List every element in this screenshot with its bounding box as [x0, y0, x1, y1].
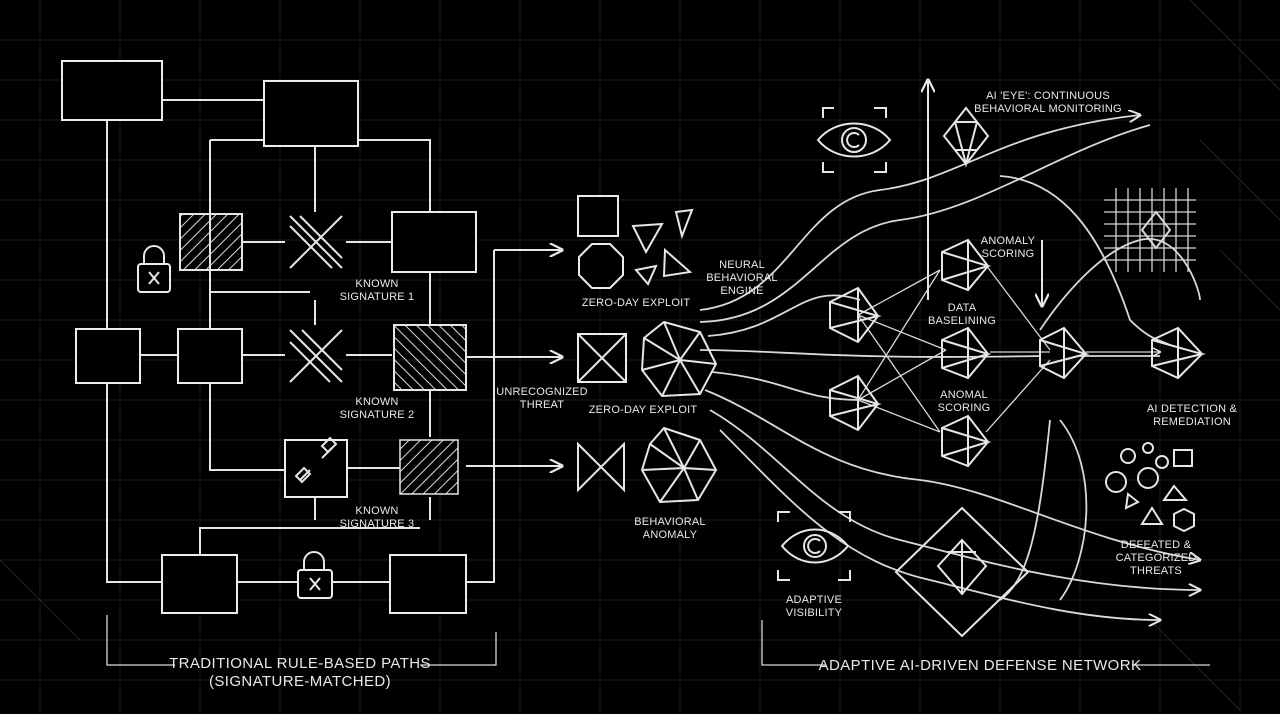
neural-engine-label-line2: BEHAVIORAL [706, 272, 778, 284]
rule-node-box [391, 211, 477, 273]
unrecognized-threat-label-line1: UNRECOGNIZED [496, 386, 588, 398]
anomaly-scoring-label-line1: ANOMALY [981, 235, 1036, 247]
defeated-threats-label-line2: CATEGORIZED [1116, 552, 1197, 564]
threats-section: UNRECOGNIZED THREAT ZERO-DAY EXPLOIT ZER… [466, 195, 718, 541]
broken-chain-icon [294, 436, 338, 484]
prism-node [941, 326, 992, 380]
padlock-icon [297, 551, 333, 599]
broken-link-tile [284, 439, 348, 498]
traditional-paths-title-line2: (SIGNATURE-MATCHED) [209, 673, 391, 690]
signature-tile [393, 324, 467, 391]
prism-node [941, 238, 992, 292]
rule-node-box [389, 554, 467, 614]
unrecognized-threat-label-line2: THREAT [520, 399, 564, 411]
threat-triangle-icon [674, 208, 694, 240]
rule-node-box [177, 328, 243, 384]
adaptive-visibility-eye-icon [777, 511, 851, 581]
known-signature-1-label-line2: SIGNATURE 1 [340, 291, 415, 303]
big-diamond-core-icon [894, 506, 1030, 638]
ai-network-section: NEURAL BEHAVIORAL ENGINE AI 'EYE': CONTI… [699, 80, 1238, 674]
prism-node [941, 414, 992, 468]
anomaly-scoring-label-line2: SCORING [982, 248, 1035, 260]
ai-eye-label-line2: BEHAVIORAL MONITORING [974, 103, 1122, 115]
traditional-paths-title-line1: TRADITIONAL RULE-BASED PATHS [169, 655, 431, 672]
rule-node-box [161, 554, 238, 614]
anomal-scoring-label-line2: SCORING [938, 402, 991, 414]
padlock-icon [137, 245, 171, 293]
behavioral-anomaly-label-line1: BEHAVIORAL [634, 516, 706, 528]
cross-glyph [289, 329, 343, 383]
shattered-shape-icon [640, 426, 718, 504]
defeated-threats-label-line1: DEFEATED & [1121, 539, 1192, 551]
threat-triangle-icon [634, 264, 658, 286]
threat-square-icon [577, 195, 619, 237]
known-signature-2-label-line2: SIGNATURE 2 [340, 409, 415, 421]
known-signature-2-label-line1: KNOWN [355, 396, 398, 408]
rule-node-box [61, 60, 163, 121]
zero-day-exploit-label-2: ZERO-DAY EXPLOIT [589, 404, 698, 416]
data-baselining-label-line2: BASELINING [928, 315, 996, 327]
diamond-gem-icon [942, 106, 990, 168]
known-signature-3-label-line1: KNOWN [355, 505, 398, 517]
adaptive-visibility-label-line1: ADAPTIVE [786, 594, 842, 606]
defeated-threats-label-line3: THREATS [1130, 565, 1182, 577]
cross-glyph [289, 215, 343, 269]
rule-node-box [75, 328, 141, 384]
known-signature-3-label-line2: SIGNATURE 3 [340, 518, 415, 530]
threat-triangle-icon [662, 247, 693, 278]
ai-detection-label-line1: AI DETECTION & [1147, 403, 1238, 415]
behavioral-anomaly-label-line2: ANOMALY [643, 529, 698, 541]
prism-node [1039, 326, 1090, 380]
prism-node [829, 286, 882, 344]
zero-day-exploit-label-1: ZERO-DAY EXPLOIT [582, 297, 691, 309]
defeated-threats-icons [1105, 442, 1195, 533]
prism-node [1151, 326, 1206, 380]
ai-network-title: ADAPTIVE AI-DRIVEN DEFENSE NETWORK [819, 657, 1142, 674]
threat-octagon-icon [578, 243, 624, 289]
data-baselining-label-line1: DATA [948, 302, 977, 314]
bowtie-icon [577, 441, 625, 493]
threat-triangle-icon [631, 222, 664, 255]
rule-node-box [263, 80, 359, 147]
grid-target-icon [1104, 188, 1196, 272]
prism-node [829, 374, 882, 432]
ai-eye-label-line1: AI 'EYE': CONTINUOUS [986, 90, 1110, 102]
anomal-scoring-label-line1: ANOMAL [940, 389, 988, 401]
neural-engine-label-line1: NEURAL [719, 259, 765, 271]
adaptive-visibility-label-line2: VISIBILITY [786, 607, 843, 619]
ai-detection-label-line2: REMEDIATION [1153, 416, 1231, 428]
signature-tile [179, 213, 243, 271]
known-signature-1-label-line1: KNOWN [355, 278, 398, 290]
eye-monitor-icon [816, 107, 892, 173]
traditional-paths-section: KNOWN SIGNATURE 1 KNOWN SIGNATURE 2 KNOW… [61, 60, 497, 690]
signature-tile [399, 439, 459, 495]
neural-engine-label-line3: ENGINE [720, 285, 763, 297]
polyhedron-icon [640, 320, 718, 398]
